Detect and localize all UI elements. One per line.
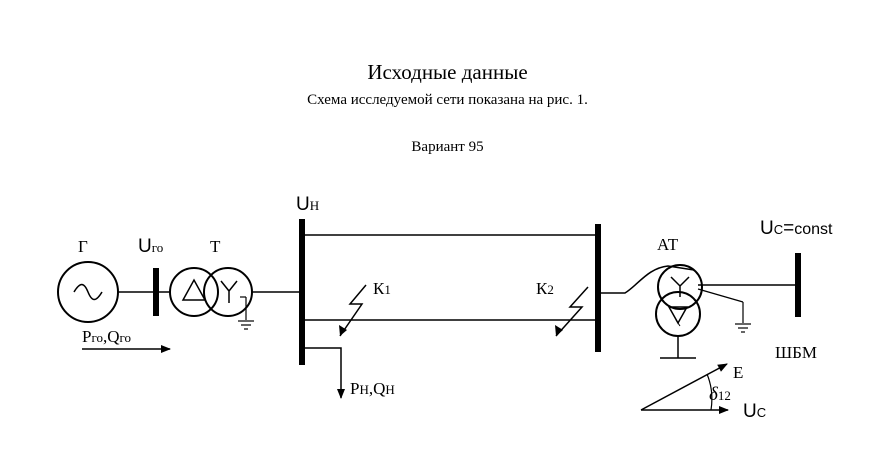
- generator-symbol: [57, 261, 119, 323]
- phasor-diagram: [640, 363, 729, 414]
- at-label: АТ: [657, 235, 679, 254]
- fault-k1-label: К1: [373, 279, 391, 298]
- generator-label: Г: [78, 237, 88, 256]
- fault-k1-symbol: [339, 284, 367, 337]
- load-power-label: PН,QН: [350, 379, 395, 398]
- page-title: Исходные данные: [367, 60, 528, 84]
- transformer-t-symbol: [169, 267, 254, 330]
- phasor-e-label: E: [733, 363, 743, 382]
- transformer-t-label: Т: [210, 237, 221, 256]
- fault-k2-symbol: [555, 286, 589, 337]
- fault-k2-label: К2: [536, 279, 554, 298]
- ugo-label: Uго: [138, 236, 163, 257]
- phasor-angle-label: δ12: [709, 384, 731, 405]
- phasor-uc-label: UC: [743, 401, 766, 422]
- variant-label: Вариант 95: [411, 139, 484, 155]
- shbm-label: ШБМ: [775, 343, 817, 362]
- generation-power-label: Pго,Qго: [82, 327, 131, 346]
- autotransformer-at-symbol: [598, 264, 751, 359]
- page-subtitle: Схема исследуемой сети показана на рис. …: [307, 92, 588, 108]
- load-arrow: [302, 347, 345, 399]
- un-label: UН: [296, 194, 319, 215]
- uc-const-label: UC=const: [760, 218, 833, 239]
